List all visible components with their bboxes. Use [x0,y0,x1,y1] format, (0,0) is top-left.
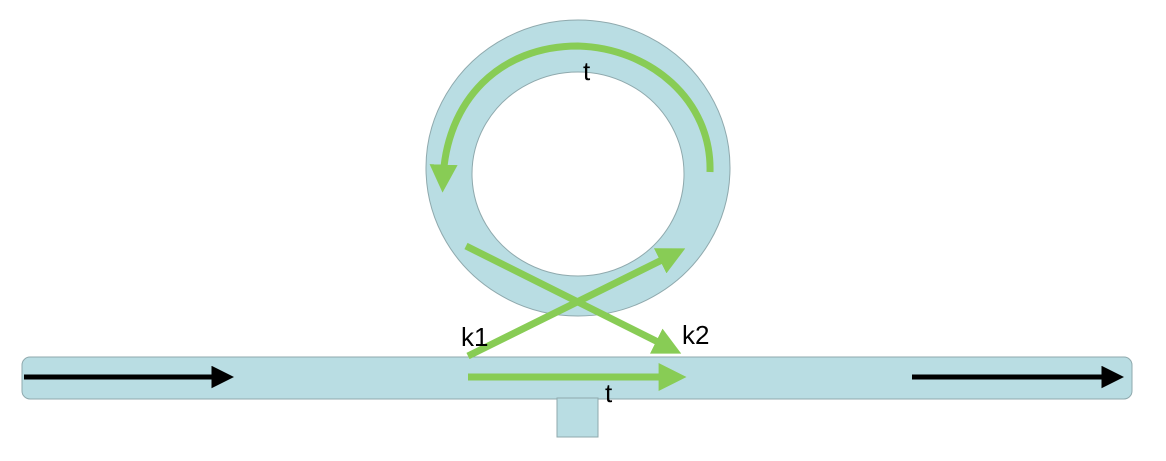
waveguide-stub [556,397,599,438]
ring-transmission-label: t [583,56,591,86]
k2-coupling-arrow [464,242,682,354]
k2-label: k2 [682,320,709,350]
ring-circulation-arrow [429,42,714,193]
k1-coupling-arrow [466,248,686,360]
bus-transmission-label: t [605,378,613,408]
k1-label: k1 [461,322,488,352]
ring-resonator [425,19,731,317]
